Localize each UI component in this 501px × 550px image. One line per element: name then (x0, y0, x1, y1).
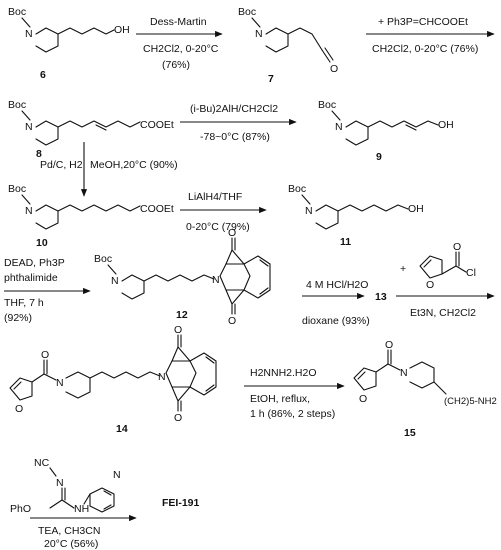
oxygen-label: O (359, 393, 367, 405)
reagent-wittig: + Ph3P=CHCOOEt (378, 16, 468, 28)
compound-label-7: 7 (268, 73, 274, 85)
nitrile-label: NC (34, 457, 50, 469)
compound-label-11: 11 (340, 236, 351, 248)
compound-6-structure: Boc N OH (8, 6, 130, 53)
nitrogen-label: N (255, 28, 263, 40)
boc-label: Boc (94, 253, 112, 265)
compound-label-6: 6 (40, 69, 46, 81)
nitrogen-label: N (335, 121, 343, 133)
ester-label: COOEt (140, 119, 174, 131)
compound-label-12: 12 (176, 309, 188, 321)
oxygen-label: O (385, 339, 393, 351)
oxygen-label: O (453, 241, 461, 253)
hydroxyl-label: OH (408, 203, 424, 215)
ester-label: COOEt (140, 203, 174, 215)
oxygen-label: O (330, 63, 338, 75)
yield-label: (76%) (162, 59, 190, 71)
conditions-label: CH2Cl2, 0-20°C (76%) (372, 43, 478, 55)
amine-label: NH (74, 503, 89, 515)
boc-label: Boc (318, 99, 336, 111)
nitrogen-label: N (212, 274, 220, 286)
isourea-reagent-structure: NC N PhO NH N (10, 457, 121, 515)
nitrogen-label: N (158, 371, 166, 383)
conditions-label: -78~0°C (87%) (200, 131, 270, 143)
pyridine-nitrogen-label: N (113, 469, 121, 481)
compound-7-structure: Boc N O (238, 6, 338, 75)
compound-12-structure: Boc N N O O (94, 227, 271, 327)
compound-label-10: 10 (36, 237, 48, 249)
oxygen-label: O (228, 227, 236, 239)
nitrogen-label: N (25, 121, 33, 133)
boc-label: Boc (8, 99, 26, 111)
oxygen-label: O (174, 412, 182, 424)
product-label-fei-191: FEI-191 (162, 497, 200, 509)
compound-label-13: 13 (375, 291, 387, 303)
conditions-label: THF, 7 h (4, 297, 44, 309)
compound-14-structure: O O N N O O (9, 324, 217, 424)
furoyl-chloride-structure: O O Cl (419, 241, 476, 291)
conditions-label: EtOH, reflux, (250, 393, 310, 405)
plus-sign: + (400, 263, 406, 275)
boc-label: Boc (238, 6, 256, 18)
yield-label: 1 h (86%, 2 steps) (250, 408, 335, 420)
nitrogen-label: N (25, 205, 33, 217)
reagent-hydrogenation: Pd/C, H2 (40, 159, 83, 171)
phenoxy-label: PhO (10, 503, 31, 515)
compound-label-8: 8 (36, 148, 42, 160)
reagent-dibal: (i-Bu)2AlH/CH2Cl2 (190, 103, 278, 115)
oxygen-label: O (228, 315, 236, 327)
reagent-phthalimide: phthalimide (4, 272, 58, 284)
boc-label: Boc (8, 183, 26, 195)
hydroxyl-label: OH (438, 119, 454, 131)
reagent-hcl: 4 M HCl/H2O (306, 279, 368, 291)
reagent-lialh4: LiAlH4/THF (188, 191, 242, 203)
oxygen-label: O (41, 349, 49, 361)
hydroxyl-label: OH (114, 24, 130, 36)
conditions-label: dioxane (93%) (302, 315, 370, 327)
conditions-label: TEA, CH3CN (38, 525, 100, 537)
compound-15-structure: O O N (CH2)5-NH2 (353, 339, 497, 407)
conditions-label: CH2Cl2, 0-20°C (143, 43, 219, 55)
oxygen-label: O (174, 324, 182, 336)
compound-11-structure: Boc N OH (288, 183, 424, 230)
compound-9-structure: Boc N OH (318, 99, 454, 146)
reagent-dess-martin: Dess-Martin (150, 16, 207, 28)
reagent-hydrazine: H2NNH2.H2O (250, 367, 317, 379)
nitrogen-label: N (56, 477, 64, 489)
yield-label: (92%) (4, 312, 32, 324)
boc-label: Boc (8, 6, 26, 18)
nitrogen-label: N (56, 377, 64, 389)
chlorine-label: Cl (466, 267, 476, 279)
oxygen-label: O (426, 279, 434, 291)
conditions-label: MeOH,20°C (90%) (90, 159, 178, 171)
nitrogen-label: N (400, 367, 408, 379)
conditions-label: Et3N, CH2Cl2 (410, 307, 476, 319)
compound-label-14: 14 (116, 423, 128, 435)
oxygen-label: O (15, 403, 23, 415)
compound-label-9: 9 (376, 151, 382, 163)
nitrogen-label: N (305, 205, 313, 217)
nitrogen-label: N (111, 275, 119, 287)
aminopentyl-label: (CH2)5-NH2 (444, 396, 497, 407)
compound-10-structure: Boc N COOEt (8, 183, 174, 230)
nitrogen-label: N (25, 28, 33, 40)
compound-8-structure: Boc N COOEt (8, 99, 174, 146)
reagent-mitsunobu: DEAD, Ph3P (4, 257, 65, 269)
compound-label-15: 15 (404, 427, 416, 439)
boc-label: Boc (288, 183, 306, 195)
conditions-label: 20°C (56%) (44, 538, 98, 550)
conditions-label: 0-20°C (79%) (186, 221, 250, 233)
